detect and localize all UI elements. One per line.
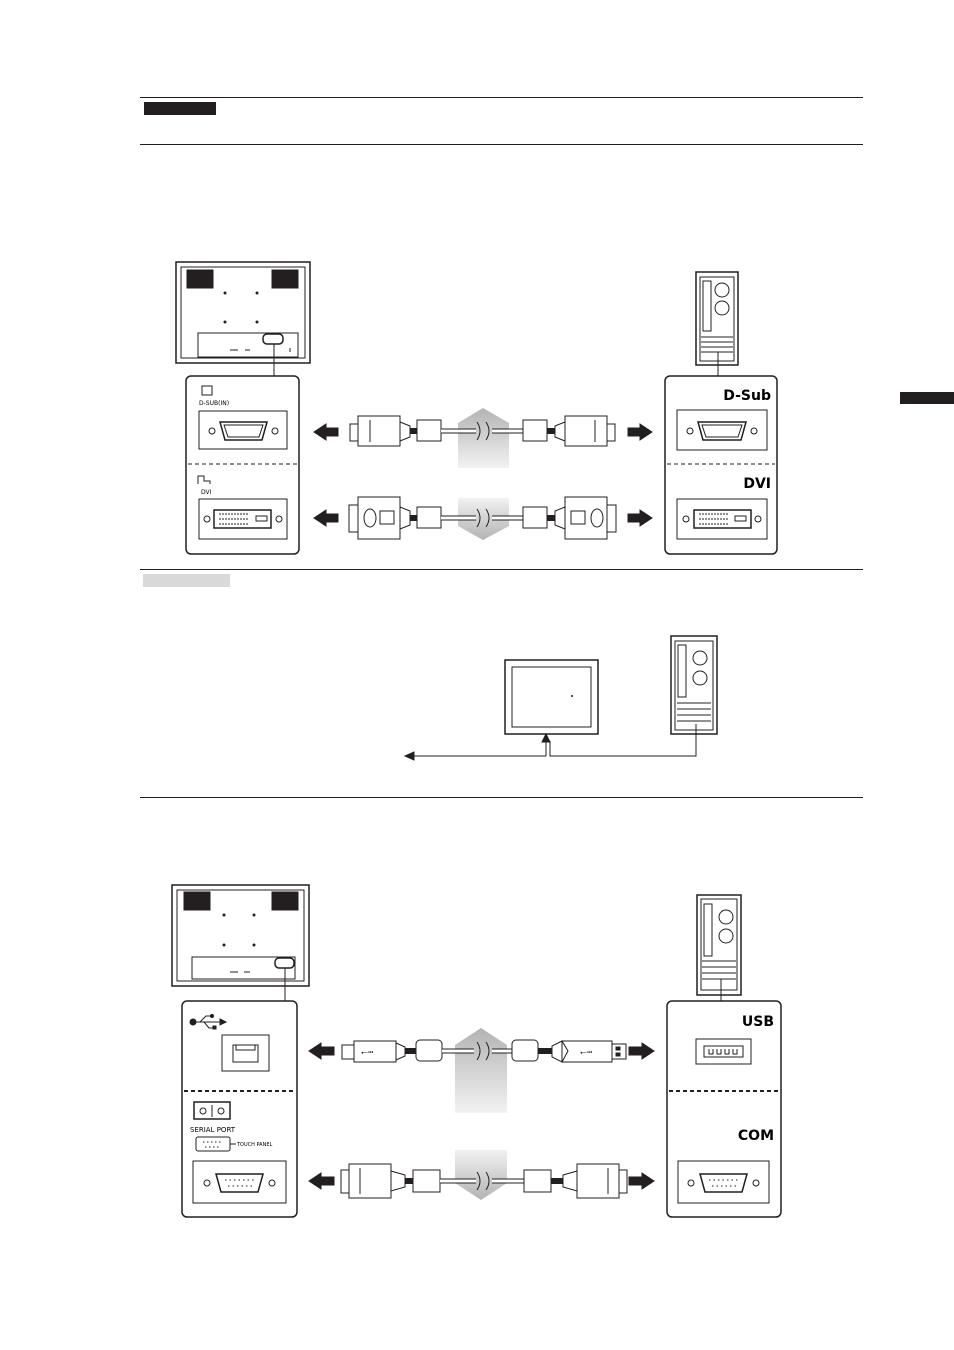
arrow-icon	[627, 509, 653, 527]
monitor-front-view	[504, 659, 599, 735]
choice-arrow-down	[458, 498, 509, 540]
serial-port-label: SERIAL PORT	[190, 1126, 236, 1134]
arrow-icon	[308, 1042, 335, 1060]
dsub-port-label: D-SUB(IN)	[199, 400, 229, 407]
dvi-port-icon	[197, 475, 211, 484]
dvi-port-label: DVI	[201, 489, 212, 496]
arrow-icon	[308, 1172, 335, 1190]
usb-cable: ⭠⭲ ⭠⭲	[308, 1039, 655, 1063]
com-connector-pc	[687, 1173, 760, 1193]
arrow-icon	[313, 423, 339, 441]
arrow-icon	[627, 423, 653, 441]
usb-a-port	[695, 1038, 752, 1065]
language-side-tab	[900, 392, 954, 404]
section-divider-rule	[140, 569, 863, 570]
arrow-icon	[313, 509, 339, 527]
usb-icon	[189, 1014, 228, 1030]
pc-tower	[695, 271, 739, 366]
choice-arrow-up	[455, 1028, 507, 1113]
arrow-icon	[628, 1172, 655, 1190]
monitor-pc-power-diagram	[403, 635, 718, 761]
monitor-usb-serial-panel: SERIAL PORT TOUCH PANEL	[181, 1000, 298, 1218]
svg-text:⭠⭲: ⭠⭲	[361, 1048, 373, 1057]
pc-tower	[696, 894, 742, 996]
note-heading-tab	[143, 574, 230, 587]
dvi-cable	[313, 496, 653, 540]
serial-cable	[308, 1163, 655, 1199]
vga-connector-pc	[686, 421, 758, 441]
monitor-rear-view	[171, 884, 310, 987]
pc-port-panel: D-Sub DVI	[664, 375, 778, 555]
arrow-icon	[628, 1042, 655, 1060]
pc-com-label: COM	[738, 1128, 774, 1144]
choice-arrow-up	[458, 408, 509, 468]
vga-connector-monitor	[208, 421, 279, 441]
usb-b-port	[221, 1034, 270, 1072]
section-heading-tab	[144, 102, 216, 115]
usb-com-connection-diagram: SERIAL PORT TOUCH PANEL USB COM	[171, 884, 782, 1218]
dsub-cable	[313, 415, 653, 447]
pc-dvi-label: DVI	[743, 476, 771, 492]
serial-port-icon	[193, 1101, 231, 1120]
touch-panel-label: TOUCH PANEL	[236, 1142, 273, 1148]
video-connection-diagram: D-SUB(IN) DVI	[175, 261, 778, 555]
monitor-port-panel: D-SUB(IN) DVI	[185, 375, 300, 555]
connection-lines	[403, 724, 697, 761]
pc-tower	[670, 635, 718, 735]
section-divider-rule-2	[140, 797, 863, 798]
svg-text:⭠⭲: ⭠⭲	[580, 1048, 592, 1057]
pc-usb-com-panel: USB COM	[666, 1000, 782, 1218]
choice-arrow-down	[455, 1150, 507, 1200]
com-connector-monitor	[203, 1173, 276, 1193]
dvi-connector-pc	[682, 509, 762, 529]
dvi-connector-monitor	[203, 509, 283, 529]
pc-dsub-label: D-Sub	[723, 388, 771, 404]
vga-port-icon	[201, 385, 213, 396]
header-top-rule	[140, 97, 863, 98]
monitor-rear-view	[175, 261, 311, 364]
header-bottom-rule	[140, 144, 863, 145]
pc-usb-label: USB	[742, 1014, 774, 1030]
